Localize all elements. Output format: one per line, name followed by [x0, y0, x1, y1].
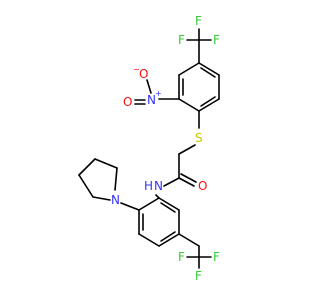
molecule-structure: F F F N + O − O S O N H N F F F — [78, 14, 220, 283]
bond-ring2-c — [138, 233, 160, 247]
bond-ring1-f — [198, 62, 220, 76]
fluorine-atom-bottom-left: F — [178, 250, 185, 264]
nitrogen-atom-amide: N — [154, 179, 163, 193]
fluorine-atom-bottom-center: F — [195, 269, 202, 283]
fluorine-atom-top-left: F — [178, 33, 185, 47]
bond-c-o-a — [178, 177, 195, 187]
oxygen-atom-nitro-minus: O — [139, 67, 148, 81]
fluorine-atom-bottom-right: F — [213, 250, 220, 264]
bond-ring2-a — [138, 197, 160, 211]
bond-ring2-d — [158, 233, 180, 247]
atom-labels: F F F N + O − O S O N H N F F F — [111, 14, 220, 283]
nitrogen-atom-pyrrolidine: N — [111, 193, 120, 207]
bond-pyr-c — [78, 158, 96, 176]
bond-ring1-inner-c — [200, 67, 216, 78]
bond-ring2-inner-c — [160, 202, 176, 213]
bond-s-to-ch2 — [178, 144, 196, 155]
bond-ring1-d — [198, 98, 220, 112]
nitro-negative-charge: − — [133, 65, 140, 74]
bonds — [78, 28, 220, 269]
bond-nitro-o-minus — [146, 79, 152, 94]
bond-ring-to-cf3-bottom — [178, 233, 200, 247]
bond-ring2-f — [158, 197, 180, 211]
oxygen-atom-nitro-double: O — [123, 95, 132, 109]
oxygen-atom-carbonyl: O — [198, 179, 207, 193]
bond-ring1-a — [178, 62, 200, 76]
nitro-positive-charge: + — [155, 89, 162, 98]
hydrogen-atom-amide: H — [144, 179, 153, 193]
bond-pyr-d — [78, 174, 94, 198]
bond-ring-to-pyrrolidine — [120, 202, 140, 211]
bond-pyr-b — [94, 158, 118, 169]
fluorine-atom-top-center: F — [195, 14, 202, 28]
bond-ring2-inner-b — [160, 231, 176, 242]
bond-c-o-b — [180, 173, 197, 183]
fluorine-atom-top-right: F — [213, 33, 220, 47]
molecule-canvas: F F F N + O − O S O N H N F F F — [78, 14, 220, 283]
bond-ring1-c — [178, 98, 200, 112]
nitrogen-atom-nitro: N — [147, 93, 156, 107]
sulfur-atom: S — [195, 131, 203, 145]
bond-pyr-e — [92, 196, 111, 201]
bond-c-to-nh — [163, 177, 180, 187]
bond-pyr-a — [114, 167, 118, 191]
bond-ring1-inner-b — [200, 96, 216, 107]
